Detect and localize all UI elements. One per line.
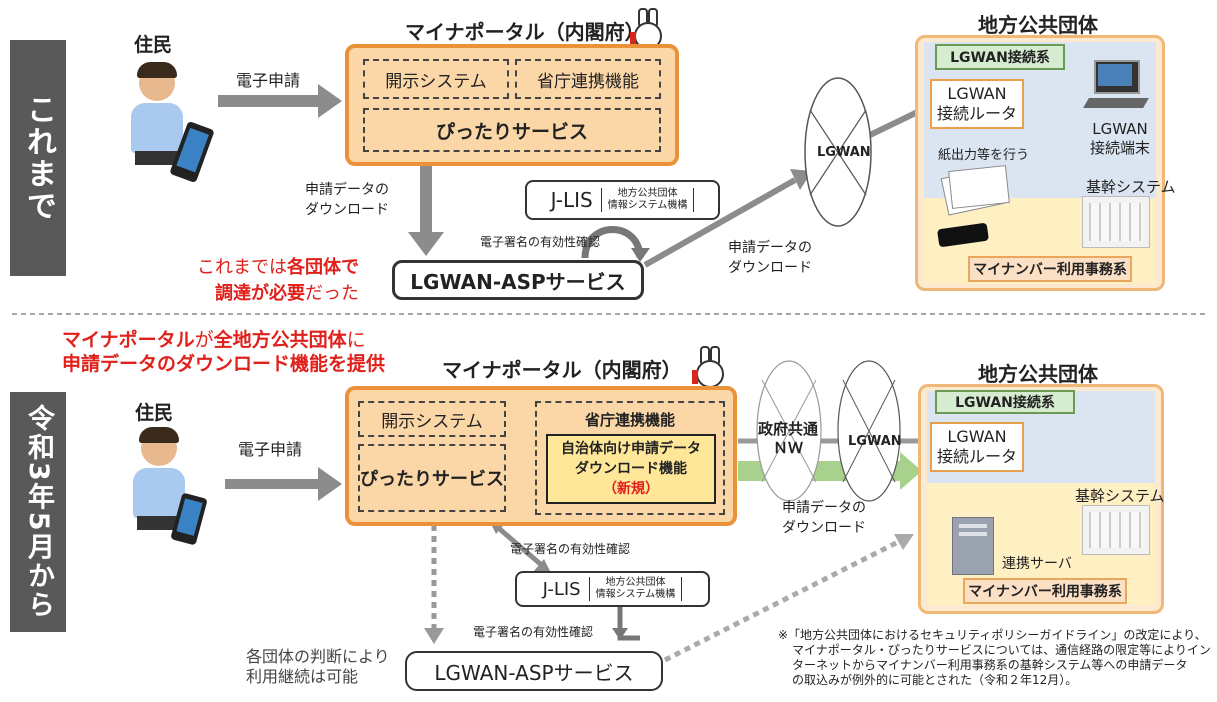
lgwan-connection-tag-bottom: LGWAN接続系 [935, 390, 1075, 414]
resident-figure-bottom [127, 427, 197, 530]
portal-title-bottom: マイナポータル（内閣府） [442, 358, 682, 382]
resident-label-bottom: 住民 [135, 402, 174, 424]
lgwan-connection-tag-top: LGWAN接続系 [935, 44, 1065, 70]
download-label-bottom: 申請データのダウンロード [782, 500, 866, 536]
pittari-service-box-bottom: ぴったりサービス [358, 444, 506, 512]
link-server-icon [952, 517, 994, 575]
local-gov-title-top: 地方公共団体 [978, 13, 1098, 37]
ministry-link-box: 省庁連携機能 [515, 59, 661, 99]
local-gov-title-bottom: 地方公共団体 [978, 362, 1098, 386]
top-lgwan-globe [804, 77, 872, 227]
paper-stack-icon [940, 164, 1010, 216]
download-label-top-2: 申請データのダウンロード [728, 240, 812, 276]
paper-output-label: 紙出力等を行う [938, 148, 1030, 163]
bottom-e-application-arrow [225, 467, 342, 501]
e-application-label-bottom: 電子申請 [238, 440, 303, 459]
red-note-top: これまでは各団体で 調達が必要だった [197, 257, 359, 304]
signature-check-top: 電子署名の有効性確認 [480, 235, 601, 249]
disclosure-system-box: 開示システム [363, 59, 509, 99]
jlis-box-bottom: J-LIS 地方公共団体情報システム機構 [515, 571, 710, 607]
jlis-org-label: 地方公共団体情報システム機構 [600, 188, 695, 212]
core-system-label-bottom: 基幹システム [1075, 487, 1165, 505]
jlis-box-top: J-LIS 地方公共団体情報システム機構 [525, 180, 720, 220]
portal-title: マイナポータル（内閣府） [405, 20, 645, 44]
download-label-top: 申請データのダウンロード [305, 182, 389, 218]
bottom-gov-nw-globe [756, 360, 822, 502]
top-asp-to-lgwan-line [643, 177, 797, 268]
resident-figure [125, 62, 195, 165]
top-download-arrow [408, 165, 444, 256]
pittari-service-box: ぴったりサービス [363, 108, 661, 152]
mynumber-tag-bottom: マイナンバー利用事務系 [963, 578, 1127, 604]
link-server-label: 連携サーバ [1002, 556, 1072, 572]
core-building-icon-top [1082, 196, 1150, 248]
asp-service-box-bottom: LGWAN-ASPサービス [405, 651, 663, 691]
side-label-before: これまで [10, 40, 66, 276]
mascot-icon-bottom [692, 346, 726, 390]
bottom-lgwan-globe [837, 360, 901, 502]
continue-use-note: 各団体の判断により利用継続は可能 [246, 647, 390, 686]
disclosure-system-box-bottom: 開示システム [358, 401, 506, 437]
jlis-label: J-LIS [550, 188, 593, 212]
headline-bottom: マイナポータルが全地方公共団体に 申請データのダウンロード機能を提供 [62, 329, 386, 375]
bottom-portal-jlis-double-arrow [493, 523, 547, 570]
e-application-label: 電子申請 [236, 71, 301, 90]
core-building-icon-bottom [1082, 505, 1150, 555]
computer-icon [1083, 60, 1149, 110]
core-system-label-top: 基幹システム [1086, 178, 1176, 196]
asp-service-box-top: LGWAN-ASPサービス [392, 260, 644, 300]
top-e-application-arrow [218, 84, 342, 118]
lgwan-label-bottom: LGWAN [848, 434, 902, 449]
signature-check-bottom-2: 電子署名の有効性確認 [473, 625, 594, 639]
mynumber-tag-top: マイナンバー利用事務系 [968, 256, 1132, 282]
lgwan-label-top: LGWAN [817, 145, 871, 160]
dl-function-box: 自治体向け申請データ ダウンロード機能 （新規） [546, 434, 716, 504]
ministry-link-box-bottom: 省庁連携機能 [535, 401, 725, 515]
portal-box-top [345, 44, 679, 166]
side-label-after: 令和3年5月から [10, 392, 66, 632]
top-jlis-loop [581, 226, 644, 259]
resident-label: 住民 [134, 34, 173, 56]
guideline-note: ※「地方公共団体におけるセキュリティポリシーガイドライン」の改定により、 マイナ… [778, 628, 1211, 687]
signature-check-bottom-1: 電子署名の有効性確認 [510, 542, 631, 556]
